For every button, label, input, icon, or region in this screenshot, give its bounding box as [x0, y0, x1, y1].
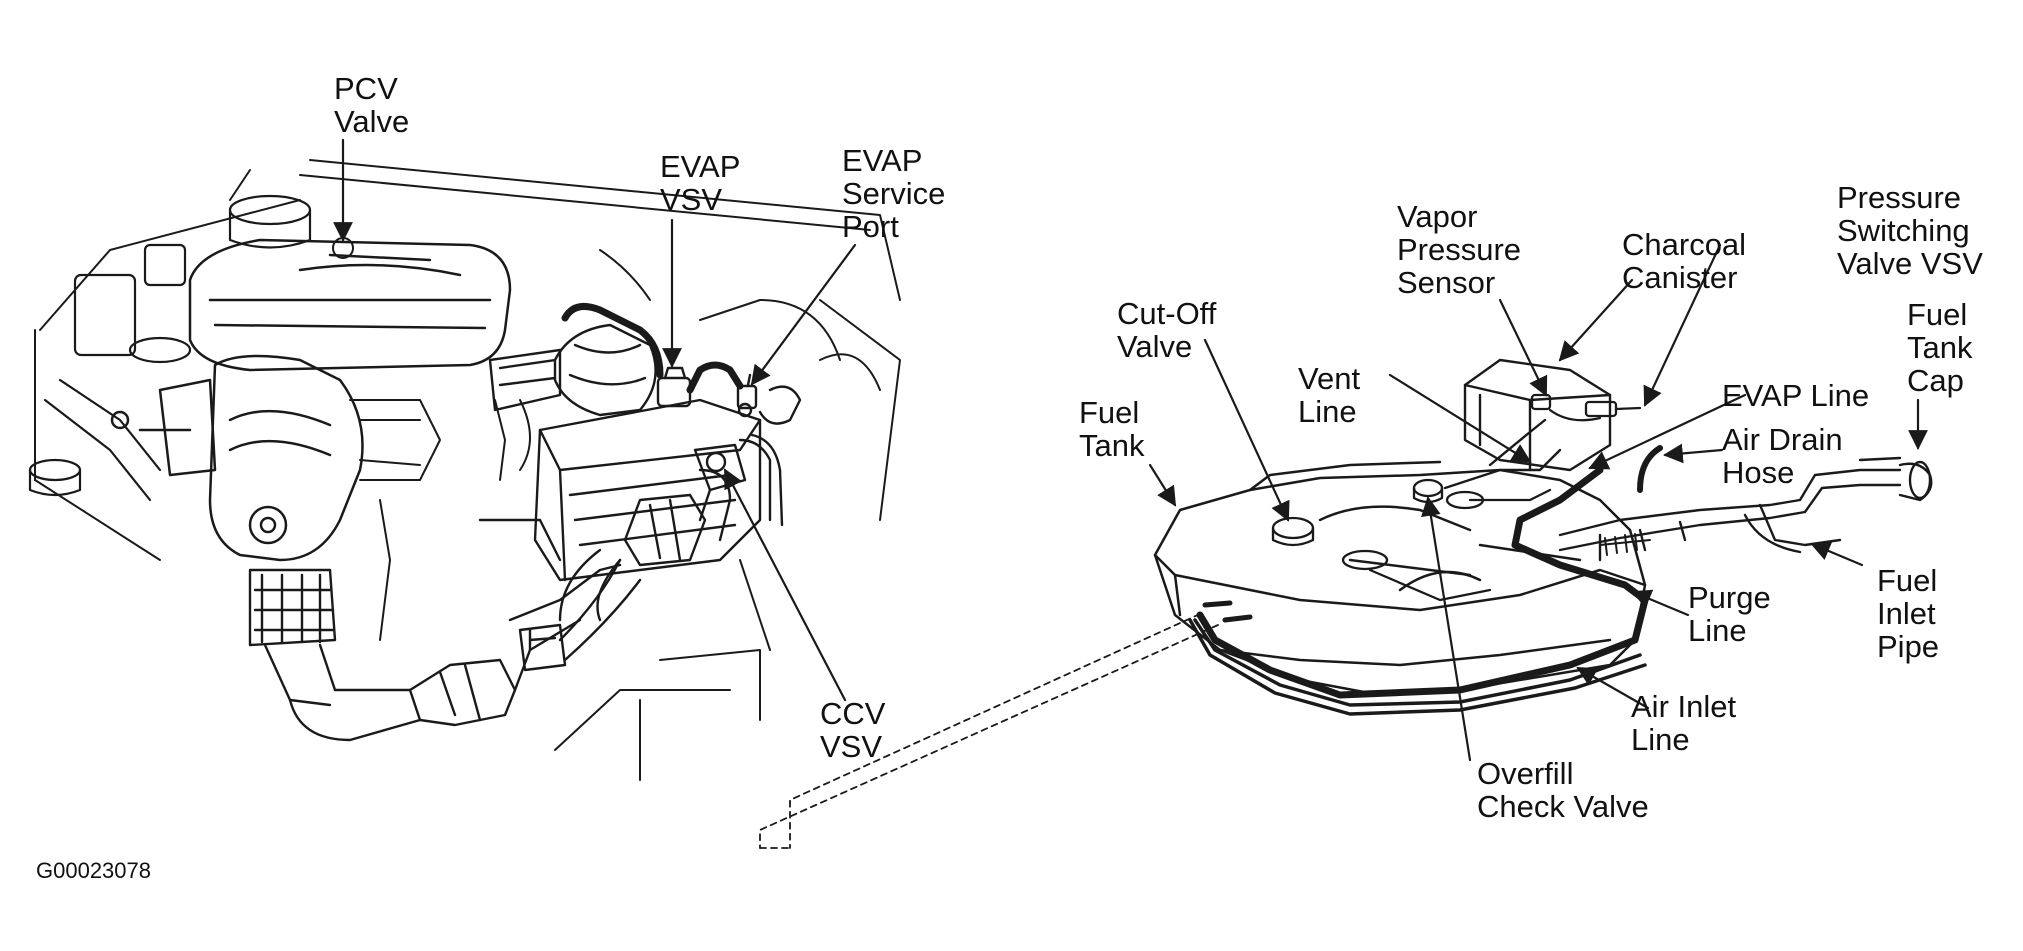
dashed-routing-lines: [759, 613, 1219, 849]
label-fuel-tank: Fuel Tank: [1079, 395, 1145, 463]
label-evap-line: EVAP Line: [1722, 378, 1870, 413]
label-vapor-pressure-sensor: Vapor Pressure Sensor: [1397, 199, 1522, 300]
label-air-drain-hose: Air Drain Hose: [1722, 422, 1843, 490]
label-pressure-switching-valve-vsv: Pressure Switching Valve VSV: [1837, 180, 1983, 281]
figure-code: G00023078: [36, 858, 151, 883]
label-overfill-check-valve: Overfill Check Valve: [1477, 756, 1649, 824]
fuel-tank-illustration: [1153, 358, 1933, 716]
label-pcv-valve: PCV Valve: [334, 71, 410, 139]
engine-bay-illustration: [28, 159, 901, 781]
label-purge-line: Purge Line: [1688, 580, 1771, 648]
leader-arrows: [333, 138, 1928, 762]
label-evap-vsv: EVAP VSV: [660, 149, 741, 217]
label-cut-off-valve: Cut-Off Valve: [1117, 296, 1217, 364]
label-air-inlet-line: Air Inlet Line: [1631, 689, 1737, 757]
label-fuel-inlet-pipe: Fuel Inlet Pipe: [1877, 563, 1940, 664]
label-ccv-vsv: CCV VSV: [820, 696, 886, 764]
label-vent-line: Vent Line: [1298, 361, 1361, 429]
label-fuel-tank-cap: Fuel Tank Cap: [1907, 297, 1973, 398]
label-evap-service-port: EVAP Service Port: [842, 143, 946, 244]
label-charcoal-canister: Charcoal Canister: [1622, 227, 1747, 295]
